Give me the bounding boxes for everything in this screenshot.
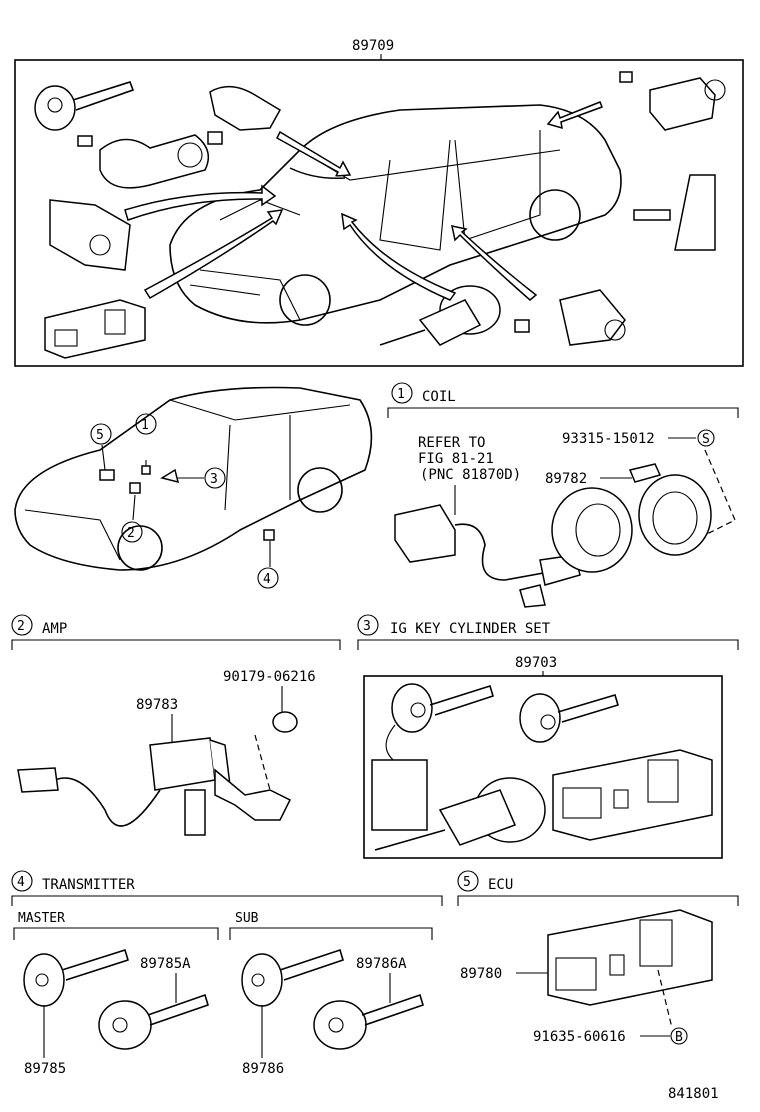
svg-text:2: 2 xyxy=(17,619,25,634)
door-lock-cylinder-icon xyxy=(77,134,210,189)
ig-set-frame xyxy=(363,675,723,859)
sub-key-a-part-no: 89786A xyxy=(356,956,407,972)
trunk-lock-icon xyxy=(619,71,726,131)
coil-part-no: 89782 xyxy=(545,471,587,487)
svg-text:ECU: ECU xyxy=(488,877,513,893)
locator-callout-4: 4 xyxy=(257,567,279,589)
svg-text:5: 5 xyxy=(463,875,471,890)
coil-section-header: 1 COIL xyxy=(387,382,739,418)
vehicle-locator xyxy=(14,386,373,571)
actuator-motor-icon xyxy=(207,86,282,145)
svg-text:3: 3 xyxy=(210,472,218,487)
locator-callout-1: 1 xyxy=(135,413,157,435)
ig-cylinder-icon xyxy=(374,777,546,851)
ig-section-header: 3 IG KEY CYLINDER SET xyxy=(357,614,739,650)
sub-key-icon xyxy=(241,948,344,1007)
ig-cylinder-top-icon xyxy=(379,285,501,346)
tx-sub-bracket xyxy=(229,927,433,940)
key-top-left-icon xyxy=(34,81,135,131)
coil-assembly-icon xyxy=(394,449,736,608)
door-switch-icon xyxy=(514,289,626,346)
tx-sub-label: SUB xyxy=(235,911,259,926)
svg-text:IG KEY CYLINDER SET: IG KEY CYLINDER SET xyxy=(390,621,551,637)
svg-text:COIL: COIL xyxy=(422,389,456,405)
coil-refer-line-1: REFER TO xyxy=(418,435,485,451)
coil-bolt-part-no: 93315-15012 xyxy=(562,431,655,447)
ig-ecu-icon xyxy=(552,749,713,841)
control-relay-icon xyxy=(49,199,131,271)
svg-text:TRANSMITTER: TRANSMITTER xyxy=(42,877,135,893)
ecu-icon xyxy=(547,909,713,1029)
pillar-trim-icon xyxy=(633,174,716,251)
locator-callout-3: 3 xyxy=(204,467,226,489)
svg-text:4: 4 xyxy=(17,875,25,890)
coil-refer-line-3: (PNC 81870D) xyxy=(420,467,521,483)
ecu-section-header: 5 ECU xyxy=(457,870,739,906)
ig-set-part-no: 89703 xyxy=(515,655,557,671)
svg-text:2: 2 xyxy=(127,526,135,541)
vehicle-illustration-top xyxy=(169,104,622,326)
top-group-part-no: 89709 xyxy=(352,38,394,54)
svg-text:1: 1 xyxy=(397,387,405,402)
svg-text:S: S xyxy=(702,432,710,447)
ig-key-1-icon xyxy=(371,683,494,831)
svg-text:AMP: AMP xyxy=(42,621,67,637)
master-key-a-part-no: 89785A xyxy=(140,956,191,972)
ecu-bolt-mark: B xyxy=(670,1027,688,1045)
ig-key-2-icon xyxy=(519,693,619,743)
master-key-part-no: 89785 xyxy=(24,1061,66,1077)
sub-key-part-no: 89786 xyxy=(242,1061,284,1077)
top-arrows xyxy=(124,101,603,301)
tx-master-bracket xyxy=(13,927,219,940)
amp-section-header: 2 AMP xyxy=(11,614,341,650)
ecu-part-no: 89780 xyxy=(460,966,502,982)
svg-text:3: 3 xyxy=(363,619,371,634)
amp-assembly-icon xyxy=(17,711,298,836)
figure-number: 841801 xyxy=(668,1086,719,1102)
tx-master-label: MASTER xyxy=(18,911,65,926)
locator-callout-2: 2 xyxy=(121,521,143,543)
ecu-bolt-part-no: 91635-60616 xyxy=(533,1029,626,1045)
sub-key-a-icon xyxy=(313,993,424,1050)
amp-part-no: 89783 xyxy=(136,697,178,713)
tx-section-header: 4 TRANSMITTER xyxy=(11,870,443,906)
svg-text:B: B xyxy=(675,1030,683,1045)
coil-refer-line-2: FIG 81-21 xyxy=(418,451,494,467)
locator-callout-5: 5 xyxy=(90,423,112,445)
master-key-a-icon xyxy=(98,993,209,1050)
svg-text:1: 1 xyxy=(141,418,149,433)
coil-bolt-mark: S xyxy=(697,429,715,447)
svg-text:4: 4 xyxy=(263,572,271,587)
ecu-top-icon xyxy=(44,299,146,359)
top-panel-frame xyxy=(14,59,744,367)
svg-text:5: 5 xyxy=(96,428,104,443)
master-key-icon xyxy=(23,948,129,1007)
amp-bolt-part-no: 90179-06216 xyxy=(223,669,316,685)
